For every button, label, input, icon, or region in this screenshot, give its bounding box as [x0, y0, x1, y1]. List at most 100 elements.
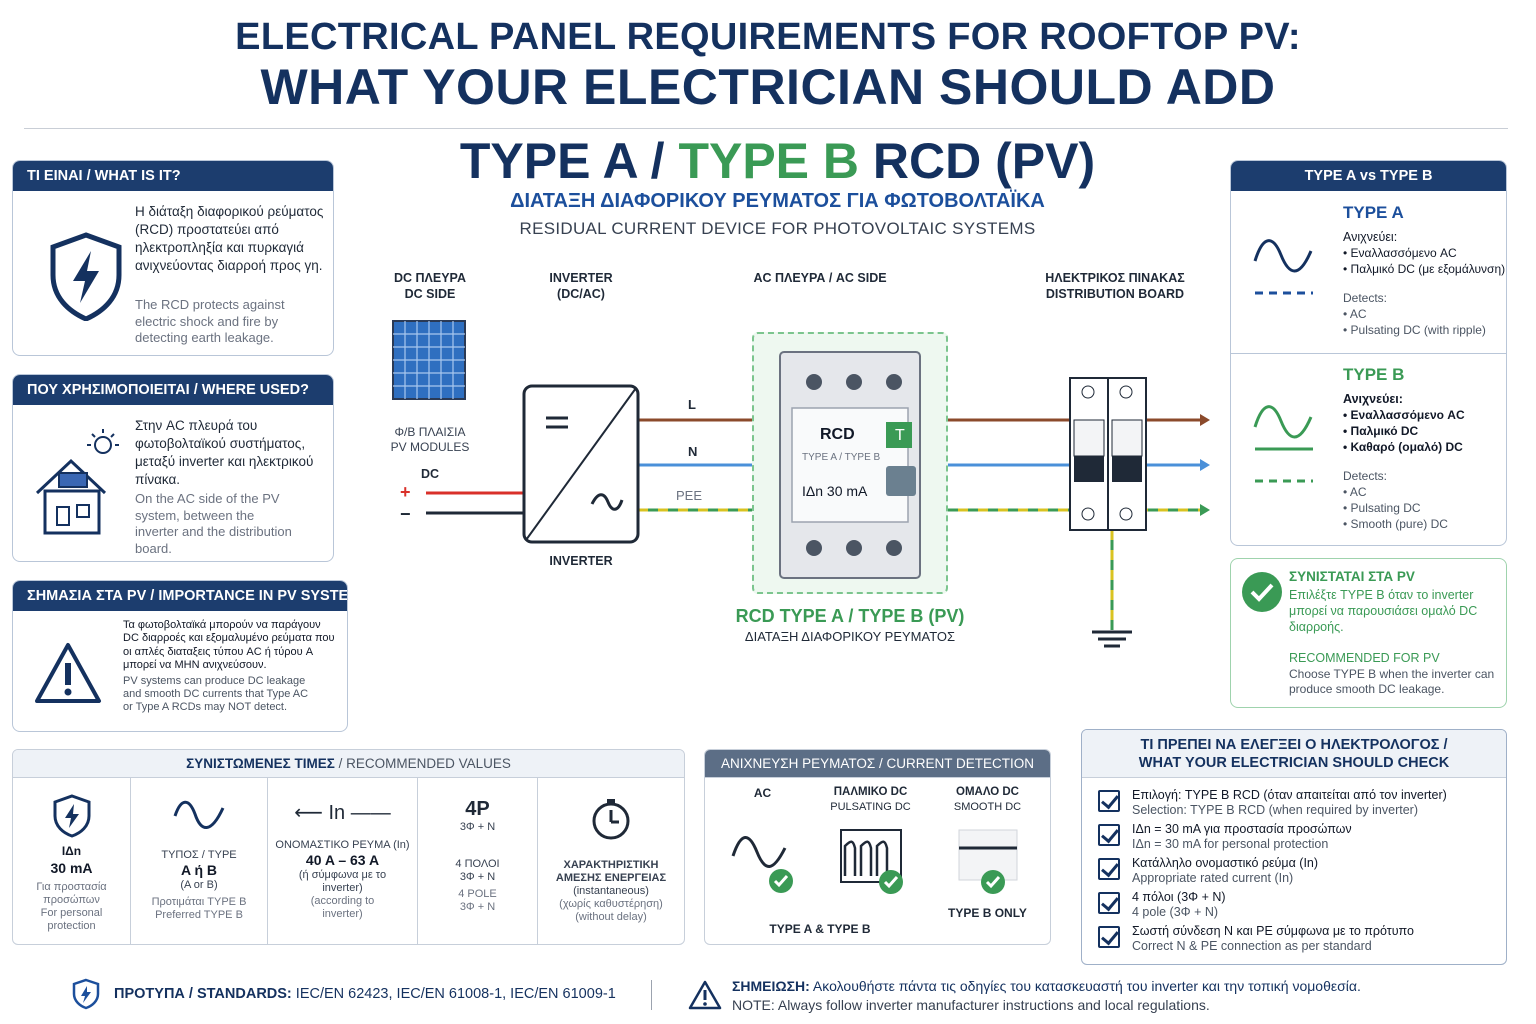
- dc-plus: +: [400, 482, 411, 502]
- recommended-values-table: ΣΥΝΙΣΤΩΜΕΝΕΣ ΤΙΜΕΣ / RECOMMENDED VALUES …: [12, 749, 685, 945]
- rcd-caption: RCD TYPE A / TYPE B (PV): [735, 606, 965, 626]
- checkbox-checked-icon[interactable]: [1098, 824, 1120, 846]
- value-idn-gr: Για προστασία προσώπων: [36, 881, 107, 906]
- detection-col-ac: AC: [753, 786, 772, 800]
- footer-note-gr: ΣΗΜΕΙΩΣΗ: Ακολουθήστε πάντα τις οδηγίες …: [732, 978, 1361, 994]
- type-b-item-gr-1: • Εναλλασσόμενο AC: [1343, 408, 1465, 422]
- rcd-label: RCD: [820, 426, 855, 443]
- detection-foot-ab: TYPE A & TYPE B: [769, 922, 871, 936]
- poles-icon-sub: 3Φ + N: [459, 821, 496, 833]
- footer-note-text: Ακολουθήστε πάντα τις οδηγίες του κατασκ…: [809, 978, 1361, 994]
- ac-side-label: AC ΠΛΕΥΡΑ / AC SIDE: [753, 271, 887, 285]
- inverter-icon: [522, 384, 640, 544]
- house-solar-icon: [35, 429, 119, 535]
- footer-note-label: ΣΗΜΕΙΩΣΗ:: [732, 978, 810, 994]
- header-divider: [24, 128, 1508, 129]
- value-rated-value: 40 A – 63 A: [305, 852, 380, 868]
- detection-col-smooth-en: SMOOTH DC: [953, 801, 1022, 813]
- importance-gr: Τα φωτοβολταϊκά μπορούν να παράγουν DC δ…: [123, 619, 335, 671]
- shield-bolt-icon: [50, 232, 122, 321]
- value-type-value: A ή B: [180, 862, 218, 878]
- value-instant-gr: ΧΑΡΑΚΤΗΡΙΣΤΙΚΗ ΑΜΕΣΗΣ ΕΝΕΡΓΕΙΑΣ: [555, 859, 667, 884]
- recommended-values-heading-en: / RECOMMENDED VALUES: [334, 756, 511, 771]
- type-a-item-gr-2: • Παλμικό DC (με εξομάλυνση): [1343, 262, 1506, 276]
- where-used-heading: ΠΟΥ ΧΡΗΣΙΜΟΠΟΙΕΙΤΑΙ / WHERE USED?: [13, 375, 333, 405]
- type-b-item-gr-2: • Παλμικό DC: [1343, 424, 1419, 438]
- type-compare-heading: TYPE A vs TYPE B: [1231, 161, 1506, 191]
- rcd-caption-gr: ΔΙΑΤΑΞΗ ΔΙΑΦΟΡΙΚΟΥ ΡΕΥΜΑΤΟΣ: [744, 629, 956, 644]
- value-poles-en1: 4 POLE: [458, 888, 497, 900]
- dc-side-label-gr: DC ΠΛΕΥΡΑ: [393, 271, 466, 285]
- type-b-detects-gr: Ανιχνεύει:: [1343, 392, 1403, 406]
- dc-label: DC: [420, 467, 440, 481]
- what-is-it-gr: Η διάταξη διαφορικού ρεύματος (RCD) προσ…: [135, 204, 324, 273]
- distribution-board-icon: [1069, 377, 1147, 531]
- checklist-heading-gr: ΤΙ ΠΡΕΠΕΙ ΝΑ ΕΛΕΓΞΕΙ Ο ΗΛΕΚΤΡΟΛΟΓΟΣ /: [1140, 737, 1448, 753]
- detection-col-pulsating-en: PULSATING DC: [830, 801, 911, 813]
- detection-foot-b: TYPE B ONLY: [948, 906, 1027, 920]
- checklist-item-gr: 4 πόλοι (3Φ + N): [1132, 890, 1226, 904]
- pe-label: PEE: [676, 488, 703, 503]
- value-rated-label: ΟΝΟΜΑΣΤΙΚΟ ΡΕΥΜΑ (In): [275, 839, 410, 851]
- main-title: TYPE A / TYPE B RCD (PV): [420, 132, 1135, 190]
- footer-standards: ΠΡΟΤΥΠΑ / STANDARDS: IEC/EN 62423, IEC/E…: [114, 986, 616, 1002]
- rated-current-icon: ⟵ In ——: [294, 802, 391, 824]
- checklist-item-gr: Κατάλληλο ονομαστικό ρεύμα (In): [1132, 856, 1319, 870]
- board-label-en: DISTRIBUTION BOARD: [1045, 287, 1185, 301]
- sine-wave-icon: [1253, 239, 1313, 295]
- pv-label-en: PV MODULES: [390, 440, 470, 454]
- recommended-title-gr: ΣΥΝΙΣΤΑΤΑΙ ΣΤΑ PV: [1289, 569, 1415, 584]
- recommended-title-en: RECOMMENDED FOR PV: [1289, 651, 1440, 665]
- dc-side-label-en: DC SIDE: [404, 287, 456, 301]
- pv-module-icon: [392, 320, 466, 400]
- type-compare-card: TYPE A vs TYPE B TYPE A Ανιχνεύει: • Ενα…: [1230, 160, 1507, 546]
- timer-icon: [592, 799, 630, 840]
- value-instant-gr2: (χωρίς καθυστέρηση): [559, 898, 663, 910]
- value-idn-label: IΔn: [61, 844, 82, 858]
- live-label: L: [688, 397, 696, 412]
- type-a-title: TYPE A: [1343, 203, 1404, 222]
- header-title-line2: WHAT YOUR ELECTRICIAN SHOULD ADD: [260, 59, 1276, 115]
- main-title-type-a: TYPE A: [459, 133, 637, 189]
- checklist-item-en: Correct N & PE connection as per standar…: [1132, 939, 1372, 953]
- value-poles-gr2: 3Φ + N: [459, 871, 496, 883]
- what-is-it-card: ΤΙ ΕΙΝΑΙ / WHAT IS IT? Η διάταξη διαφορι…: [12, 160, 334, 356]
- where-used-en: On the AC side of the PV system, between…: [135, 491, 292, 556]
- what-is-it-heading: ΤΙ ΕΙΝΑΙ / WHAT IS IT?: [13, 161, 333, 191]
- type-b-title: TYPE B: [1343, 365, 1405, 384]
- pulsating-dc-icon: [840, 829, 903, 894]
- recommended-pv-card: ΣΥΝΙΣΤΑΤΑΙ ΣΤΑ PV Επιλέξτε TYPE B όταν τ…: [1230, 558, 1507, 708]
- inverter-top-label: INVERTER: [549, 271, 613, 285]
- value-poles-en2: 3Φ + N: [459, 901, 496, 913]
- checkbox-checked-icon[interactable]: [1098, 790, 1120, 812]
- value-col-poles: 4P 3Φ + N 4 ΠΟΛΟΙ 3Φ + N 4 POLE 3Φ + N: [418, 778, 538, 944]
- current-detection-heading: ΑΝΙΧΝΕΥΣΗ ΡΕΥΜΑΤΟΣ / CURRENT DETECTION: [705, 750, 1050, 778]
- type-b-item-en-2: • Pulsating DC: [1343, 501, 1421, 515]
- checklist-item-en: 4 pole (3Φ + N): [1132, 905, 1219, 919]
- value-type-paren: (A or B): [180, 879, 218, 891]
- main-subtitle-en: RESIDUAL CURRENT DEVICE FOR PHOTOVOLTAIC…: [519, 219, 1036, 238]
- value-col-rated: ⟵ In —— ΟΝΟΜΑΣΤΙΚΟ ΡΕΥΜΑ (In) 40 A – 63 …: [268, 778, 418, 944]
- value-poles-gr1: 4 ΠΟΛΟΙ: [455, 858, 500, 870]
- rcd-type-text: TYPE A / TYPE B: [802, 452, 881, 463]
- type-a-item-en-2: • Pulsating DC (with ripple): [1343, 323, 1486, 337]
- shield-bolt-small-icon: [53, 794, 90, 838]
- smooth-dc-icon: [958, 829, 1018, 894]
- checklist-item-en: Appropriate rated current (In): [1132, 871, 1294, 885]
- main-title-separator: /: [636, 133, 679, 189]
- type-b-detects-en: Detects:: [1343, 469, 1388, 483]
- recommended-text-en: Choose TYPE B when the inverter can prod…: [1289, 667, 1495, 696]
- type-a-detects-en: Detects:: [1343, 291, 1388, 305]
- pv-label-gr: Φ/Β ΠΛΑΙΣΙΑ: [394, 425, 466, 439]
- type-b-item-en-3: • Smooth (pure) DC: [1343, 517, 1448, 531]
- rcd-test-button[interactable]: T: [895, 427, 905, 444]
- checklist-item-gr: IΔn = 30 mA για προστασία προσώπων: [1132, 822, 1352, 836]
- checklist-item-gr: Σωστή σύνδεση N και PE σύμφωνα με το πρό…: [1132, 924, 1414, 938]
- checkbox-checked-icon[interactable]: [1098, 926, 1120, 948]
- checkbox-checked-icon[interactable]: [1098, 892, 1120, 914]
- sine-smooth-dc-icon: [1253, 405, 1313, 483]
- footer-standards-list: IEC/EN 62423, IEC/EN 61008-1, IEC/EN 610…: [291, 986, 616, 1002]
- checkbox-checked-icon[interactable]: [1098, 858, 1120, 880]
- value-idn-en: For personal protection: [40, 907, 103, 932]
- main-title-rest: RCD (PV): [859, 133, 1096, 189]
